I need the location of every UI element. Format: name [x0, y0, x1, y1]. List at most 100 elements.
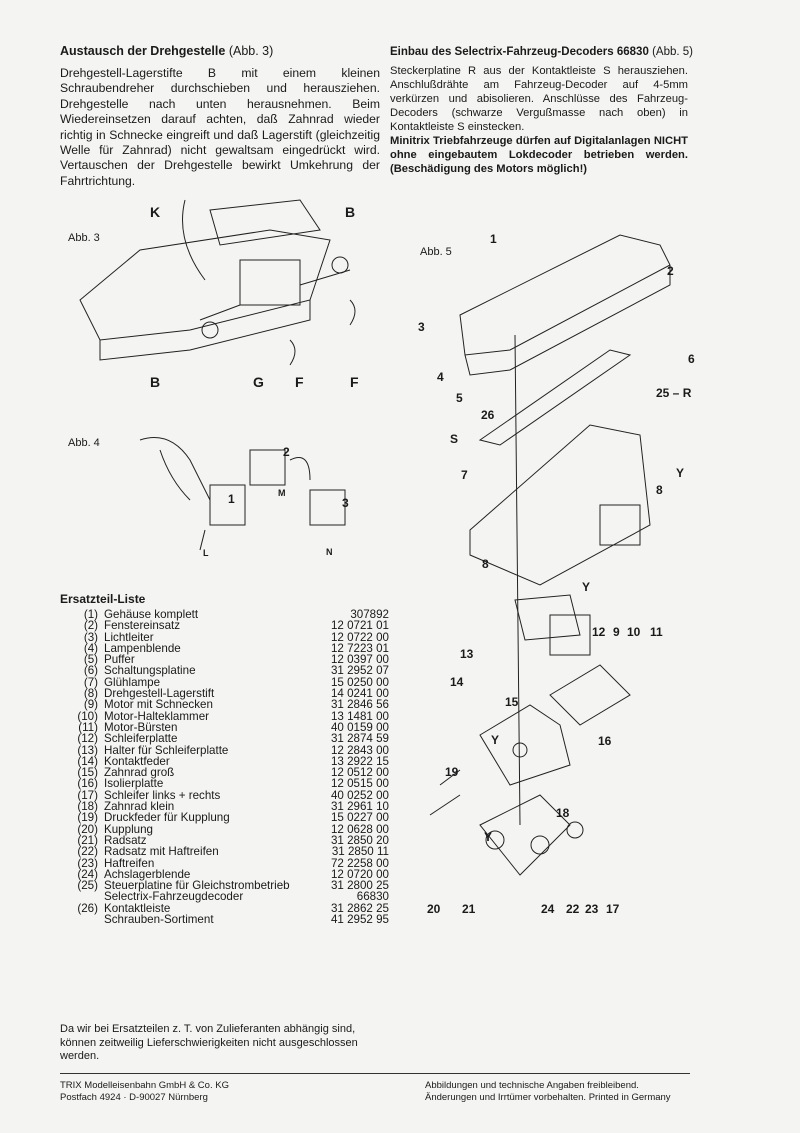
part-code: 31 2874 59: [330, 732, 389, 746]
part-description: Fenstereinsatz: [104, 619, 181, 633]
part-code: 31 2961 10: [330, 800, 389, 814]
part-number: (4): [83, 641, 98, 655]
part-code: 72 2258 00: [330, 856, 389, 870]
company-address: Postfach 4924 · D-90027 Nürnberg: [60, 1092, 208, 1103]
fig5-callout: 15: [505, 695, 519, 709]
part-number: (17): [77, 788, 98, 802]
supply-note: Da wir bei Ersatzteilen z. T. von Zulief…: [60, 1023, 358, 1062]
part-number: (15): [77, 766, 98, 780]
part-code: 12 0397 00: [330, 653, 389, 667]
part-code: 13 1481 00: [330, 709, 389, 723]
part-number: (12): [77, 732, 98, 746]
part-number: (6): [83, 664, 98, 678]
label-N: N: [326, 547, 333, 557]
part-description: Kupplung: [104, 822, 153, 836]
fig5-callout: 4: [437, 370, 444, 384]
part-description: Schaltungsplatine: [104, 664, 196, 678]
part-number: (24): [77, 867, 98, 881]
part-number: (13): [77, 743, 98, 757]
fig5-callout: 16: [598, 734, 612, 748]
part-number: (5): [83, 653, 98, 667]
part-code: 40 0252 00: [330, 788, 389, 802]
bogie-instructions: Drehgestell-Lagerstifte B mit einem klei…: [60, 66, 380, 188]
part-description: Kontaktfeder: [104, 754, 170, 768]
figure-4-caption: Abb. 4: [68, 437, 100, 449]
label-F-2: F: [350, 374, 359, 390]
parts-row: (5) Puffer 12 0397 00: [58, 653, 389, 667]
part-code: 12 7223 01: [330, 641, 389, 655]
part-code: 31 2862 25: [330, 901, 389, 915]
part-description: Zahnrad groß: [104, 766, 175, 780]
part-number: (18): [77, 800, 98, 814]
figure-3-caption: Abb. 3: [68, 232, 100, 244]
fig5-callout: 17: [606, 902, 620, 916]
fig5-callout: 26: [481, 408, 495, 422]
part-code: 12 0512 00: [330, 766, 389, 780]
part-code: 31 2846 56: [330, 698, 389, 712]
fig5-callout: 7: [461, 468, 468, 482]
part-number: (26): [77, 901, 98, 915]
part-code: 66830: [356, 890, 389, 904]
parts-row: (13) Halter für Schleiferplatte 12 2843 00: [58, 743, 389, 757]
fig5-callout: 23: [585, 902, 599, 916]
decoder-instructions: Steckerplatine R aus der Kontaktleiste S…: [390, 65, 688, 133]
part-description: Steuerplatine für Gleichstrombetrieb: [104, 879, 290, 893]
fig5-callout: 11: [650, 625, 663, 639]
part-description: Motor-Halteklammer: [104, 709, 210, 723]
part-code: 41 2952 95: [330, 913, 389, 927]
part-description: Puffer: [104, 653, 135, 667]
fig5-callout: 6: [688, 352, 695, 366]
label-G: G: [253, 374, 264, 390]
part-code: 12 0628 00: [330, 822, 389, 836]
fig5-callout: 1: [490, 232, 497, 246]
part-description: Glühlampe: [104, 675, 161, 689]
part-code: 12 2843 00: [330, 743, 389, 757]
fig5-callout: 14: [450, 675, 464, 689]
fig5-callout: 24: [541, 902, 555, 916]
part-description: Radsatz mit Haftreifen: [104, 845, 219, 859]
part-code: 40 0159 00: [330, 720, 389, 734]
label-B-bottom: B: [150, 374, 161, 390]
part-description: Lichtleiter: [104, 630, 154, 644]
label-L: L: [203, 548, 209, 558]
part-number: (25): [77, 879, 98, 893]
fig5-callout: Y: [484, 830, 493, 844]
decoder-section: Einbau des Selectrix-Fahrzeug-Decoders 6…: [390, 46, 693, 176]
part-number: (1): [83, 608, 98, 621]
fig5-callout: 3: [418, 320, 425, 334]
fig5-callout: Y: [676, 466, 685, 480]
parts-row: (10) Motor-Halteklammer 13 1481 00: [58, 709, 389, 723]
fig5-callout: 21: [462, 902, 476, 916]
part-description: Halter für Schleiferplatte: [104, 743, 229, 757]
fig5-callout: S: [450, 432, 459, 446]
part-code: 31 2850 20: [330, 833, 389, 847]
part-description: Zahnrad klein: [104, 800, 175, 814]
parts-row: (18) Zahnrad klein 31 2961 10: [58, 800, 389, 814]
fig4-step-2: 2: [283, 445, 290, 459]
part-code: 12 0720 00: [330, 867, 389, 881]
part-number: (19): [77, 811, 98, 825]
part-code: 31 2850 11: [331, 845, 389, 859]
fig5-callout: Y: [582, 580, 591, 594]
footer-company: TRIX Modelleisenbahn GmbH & Co. KG Postf…: [60, 1080, 229, 1104]
figure-3-bogie-drawing: [79, 199, 356, 366]
part-code: 12 0721 01: [330, 619, 389, 633]
part-number: (10): [77, 709, 98, 723]
footer-legal: Abbildungen und technische Angaben freib…: [425, 1080, 671, 1104]
parts-list-title: Ersatzteil-Liste: [60, 592, 146, 606]
part-code: 12 0722 00: [330, 630, 389, 644]
fig5-callout: 25 – R: [656, 386, 692, 400]
part-number: (3): [83, 630, 98, 644]
